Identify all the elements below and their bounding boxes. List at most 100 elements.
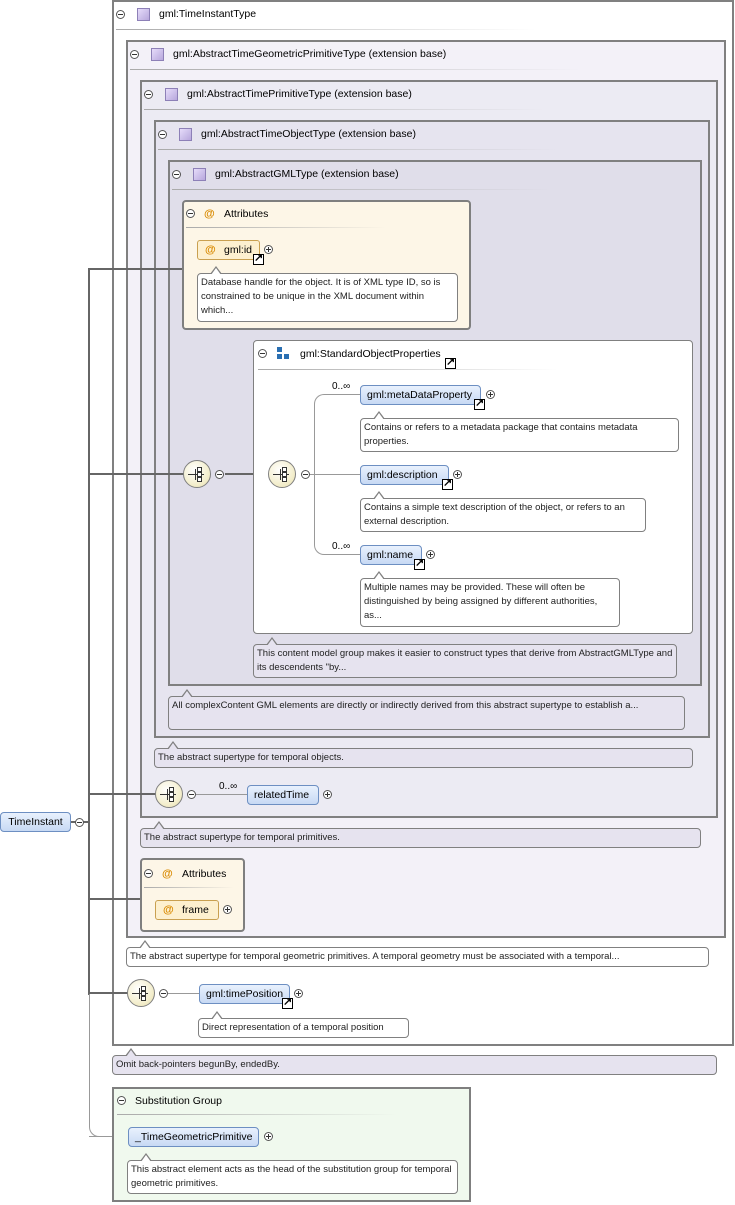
collapse-standard-object-properties[interactable]: [258, 349, 267, 358]
branch-bottom: [314, 474, 360, 555]
related-time-element[interactable]: relatedTime: [247, 785, 319, 805]
time-instant-type-title: gml:TimeInstantType: [159, 8, 257, 20]
divider: [172, 189, 552, 190]
connector: [196, 794, 248, 795]
sequence-compositor-icon[interactable]: [183, 460, 211, 488]
attribute-icon: @: [205, 244, 216, 256]
substitution-group-doc-text: This abstract element acts as the head o…: [131, 1164, 452, 1189]
complex-type-icon: [151, 48, 164, 61]
sequence-compositor-icon[interactable]: [155, 780, 183, 808]
connector: [88, 793, 158, 795]
expand-gml-id[interactable]: [264, 245, 273, 254]
collapse-time-instant[interactable]: [75, 818, 84, 827]
reference-arrow-icon: [253, 252, 264, 265]
group-icon: [277, 347, 291, 361]
meta-data-property-doc-text: Contains or refers to a metadata package…: [364, 422, 638, 447]
collapse-geometric-primitive[interactable]: [130, 50, 139, 59]
expand-related-time[interactable]: [323, 790, 332, 799]
sequence-compositor-icon[interactable]: [268, 460, 296, 488]
attribute-icon: @: [162, 868, 173, 880]
divider: [116, 29, 536, 30]
collapse-time-position-sequence[interactable]: [159, 989, 168, 998]
reference-arrow-icon: [445, 356, 456, 369]
description-element[interactable]: gml:description: [360, 465, 449, 485]
divider: [186, 227, 386, 228]
expand-time-position[interactable]: [294, 989, 303, 998]
expand-name[interactable]: [426, 550, 435, 559]
collapse-attributes[interactable]: [186, 209, 195, 218]
expand-meta-data-property[interactable]: [486, 390, 495, 399]
substitution-connector: [89, 994, 90, 1124]
name-occurrence: 0..∞: [332, 541, 351, 552]
expand-description[interactable]: [453, 470, 462, 479]
divider: [144, 109, 544, 110]
time-primitive-doc-text: The abstract supertype for temporal prim…: [144, 832, 340, 843]
collapse-substitution-group[interactable]: [117, 1096, 126, 1105]
collapse-sequence[interactable]: [215, 470, 224, 479]
gml-id-attribute[interactable]: @ gml:id: [197, 240, 260, 260]
meta-data-property-label: gml:metaDataProperty: [367, 389, 473, 401]
reference-arrow-icon: [442, 477, 453, 490]
frame-attributes-header: Attributes: [182, 868, 227, 880]
expand-time-geometric-primitive[interactable]: [264, 1132, 273, 1141]
expand-frame[interactable]: [223, 905, 232, 914]
collapse-related-time-sequence[interactable]: [187, 790, 196, 799]
connector-trunk: [88, 268, 90, 995]
standard-object-properties-doc: This content model group makes it easier…: [253, 637, 677, 678]
complex-type-icon: [193, 168, 206, 181]
time-position-label: gml:timePosition: [206, 988, 284, 1000]
collapse-inner-sequence[interactable]: [301, 470, 310, 479]
collapse-time-instant-type[interactable]: [116, 10, 125, 19]
standard-object-properties-doc-text: This content model group makes it easier…: [257, 648, 673, 673]
time-instant-doc: Omit back-pointers begunBy, endedBy.: [112, 1048, 717, 1075]
attributes-header: Attributes: [224, 208, 269, 220]
meta-data-occurrence: 0..∞: [332, 381, 351, 392]
name-doc-text: Multiple names may be provided. These wi…: [364, 582, 598, 621]
time-primitive-title: gml:AbstractTimePrimitiveType (extension…: [187, 88, 412, 100]
name-doc: Multiple names may be provided. These wi…: [360, 571, 620, 627]
complex-type-icon: [165, 88, 178, 101]
connector: [88, 992, 128, 994]
collapse-abstract-gml[interactable]: [172, 170, 181, 179]
time-position-doc-text: Direct representation of a temporal posi…: [202, 1022, 384, 1033]
meta-data-property-element[interactable]: gml:metaDataProperty: [360, 385, 481, 405]
reference-arrow-icon: [474, 397, 485, 410]
name-label: gml:name: [367, 549, 414, 561]
connector: [88, 898, 154, 900]
time-geometric-primitive-element[interactable]: _TimeGeometricPrimitive: [128, 1127, 259, 1147]
description-doc: Contains a simple text description of th…: [360, 491, 646, 532]
branch-top: [314, 394, 360, 475]
gml-id-doc: Database handle for the object. It is of…: [197, 266, 458, 322]
connector: [88, 268, 184, 270]
divider: [130, 69, 580, 70]
substitution-group-doc: This abstract element acts as the head o…: [127, 1153, 458, 1194]
reference-arrow-icon: [282, 996, 293, 1009]
abstract-gml-doc-text: All complexContent GML elements are dire…: [172, 700, 639, 711]
gml-id-doc-text: Database handle for the object. It is of…: [201, 277, 441, 316]
reference-arrow-icon: [414, 557, 425, 570]
name-element[interactable]: gml:name: [360, 545, 422, 565]
geometric-primitive-title: gml:AbstractTimeGeometricPrimitiveType (…: [173, 48, 447, 60]
time-geometric-doc: The abstract supertype for temporal geom…: [126, 940, 709, 967]
abstract-gml-doc: All complexContent GML elements are dire…: [168, 689, 685, 730]
connector: [168, 993, 200, 994]
complex-type-icon: [179, 128, 192, 141]
collapse-frame-attributes[interactable]: [144, 869, 153, 878]
related-time-label: relatedTime: [254, 789, 310, 801]
collapse-time-primitive[interactable]: [144, 90, 153, 99]
gml-id-label: gml:id: [224, 244, 253, 256]
time-instant-doc-text: Omit back-pointers begunBy, endedBy.: [116, 1059, 280, 1070]
time-position-element[interactable]: gml:timePosition: [199, 984, 290, 1004]
time-position-doc: Direct representation of a temporal posi…: [198, 1011, 409, 1038]
substitution-connector: [89, 1136, 129, 1137]
time-object-doc: The abstract supertype for temporal obje…: [154, 741, 693, 768]
frame-attribute[interactable]: @ frame: [155, 900, 219, 920]
divider: [117, 1114, 397, 1115]
related-time-occurrence: 0..∞: [219, 781, 238, 792]
sequence-compositor-icon[interactable]: [127, 979, 155, 1007]
collapse-time-object[interactable]: [158, 130, 167, 139]
time-primitive-doc: The abstract supertype for temporal prim…: [140, 821, 701, 848]
standard-object-properties-title: gml:StandardObjectProperties: [300, 348, 441, 360]
time-instant-element[interactable]: TimeInstant: [0, 812, 71, 832]
attribute-icon: @: [163, 904, 174, 916]
